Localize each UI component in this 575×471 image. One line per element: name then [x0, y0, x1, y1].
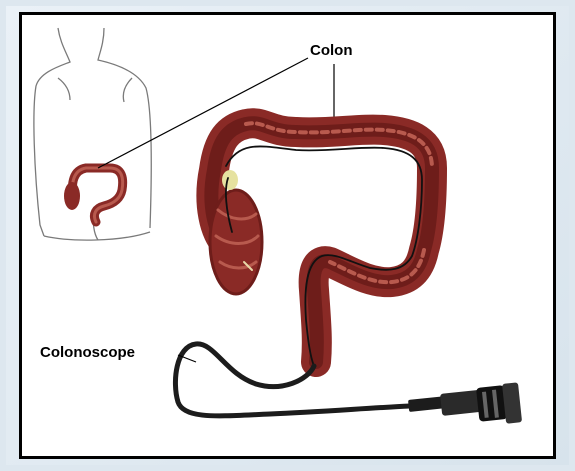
colon-label: Colon: [310, 42, 353, 59]
colonoscope-handle: [408, 382, 522, 423]
small-colon: [64, 168, 123, 222]
large-colon: [210, 123, 432, 362]
colonoscope-label: Colonoscope: [40, 344, 135, 361]
colonoscope-tube: [175, 344, 410, 416]
